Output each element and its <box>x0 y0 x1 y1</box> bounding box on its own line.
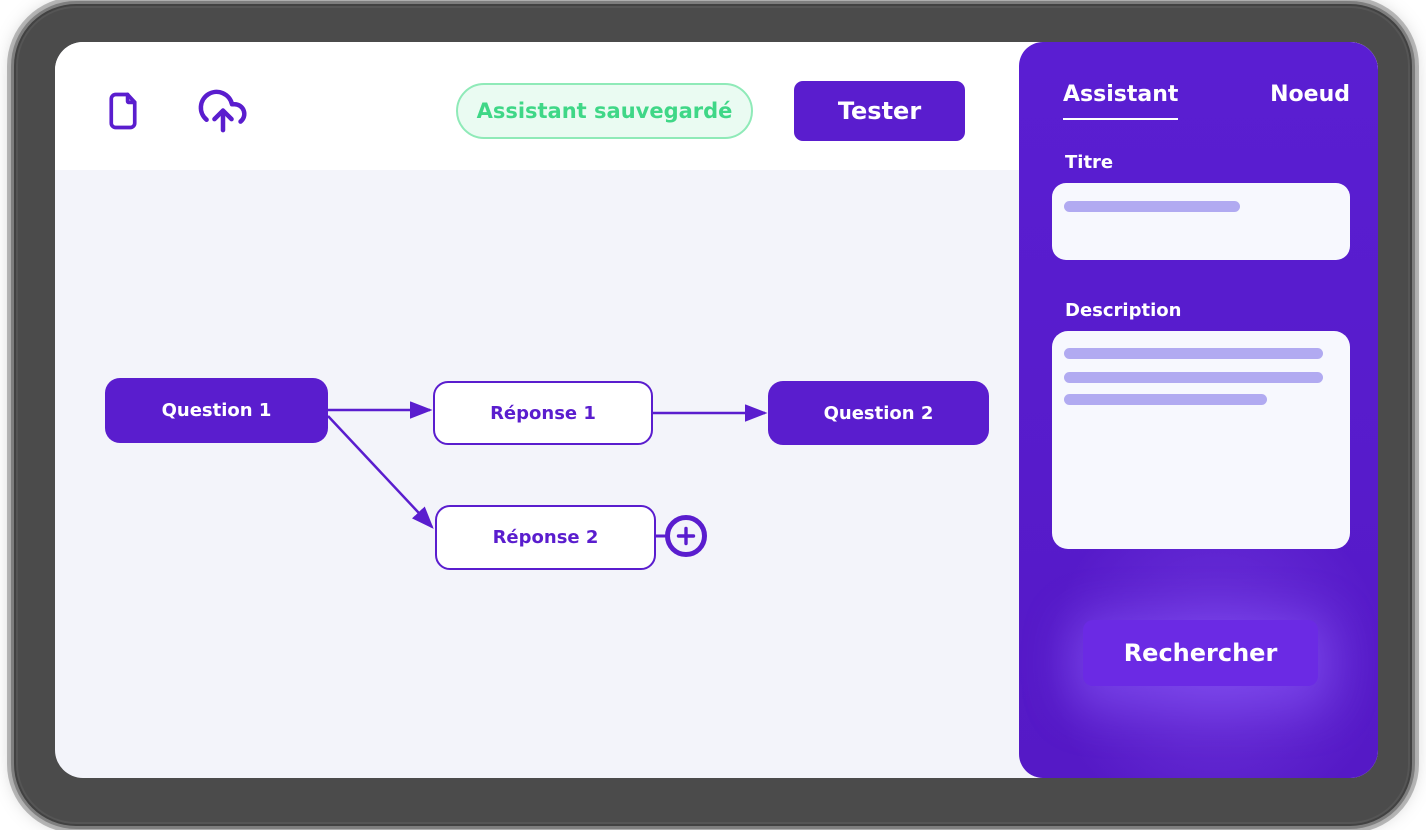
description-field-label: Description <box>1065 300 1182 321</box>
title-input[interactable] <box>1052 183 1350 260</box>
status-badge: Assistant sauvegardé <box>456 83 753 139</box>
file-icon[interactable] <box>101 86 145 136</box>
properties-panel: Assistant Noeud Titre Description Recher… <box>1019 42 1378 778</box>
test-button[interactable]: Tester <box>794 81 965 141</box>
search-button[interactable]: Rechercher <box>1083 620 1318 686</box>
plus-icon <box>676 526 696 546</box>
flow-node-question-2[interactable]: Question 2 <box>768 381 989 445</box>
cloud-upload-icon[interactable] <box>193 84 253 138</box>
app-window: Assistant sauvegardé Tester Question 1 R… <box>55 42 1378 778</box>
description-input[interactable] <box>1052 331 1350 549</box>
edge-q1-r2 <box>327 415 434 529</box>
tab-noeud[interactable]: Noeud <box>1270 82 1350 107</box>
flow-node-reponse-1[interactable]: Réponse 1 <box>433 381 653 445</box>
add-node-button[interactable] <box>665 515 707 557</box>
title-field-label: Titre <box>1065 152 1114 173</box>
placeholder-line <box>1064 201 1240 212</box>
tab-assistant[interactable]: Assistant <box>1063 82 1179 120</box>
placeholder-line <box>1064 394 1267 405</box>
device-frame: Assistant sauvegardé Tester Question 1 R… <box>16 6 1410 824</box>
panel-tabs: Assistant Noeud <box>1063 82 1350 120</box>
flow-node-reponse-2[interactable]: Réponse 2 <box>435 505 656 570</box>
placeholder-line <box>1064 372 1323 383</box>
flow-node-question-1[interactable]: Question 1 <box>105 378 328 443</box>
placeholder-line <box>1064 348 1323 359</box>
